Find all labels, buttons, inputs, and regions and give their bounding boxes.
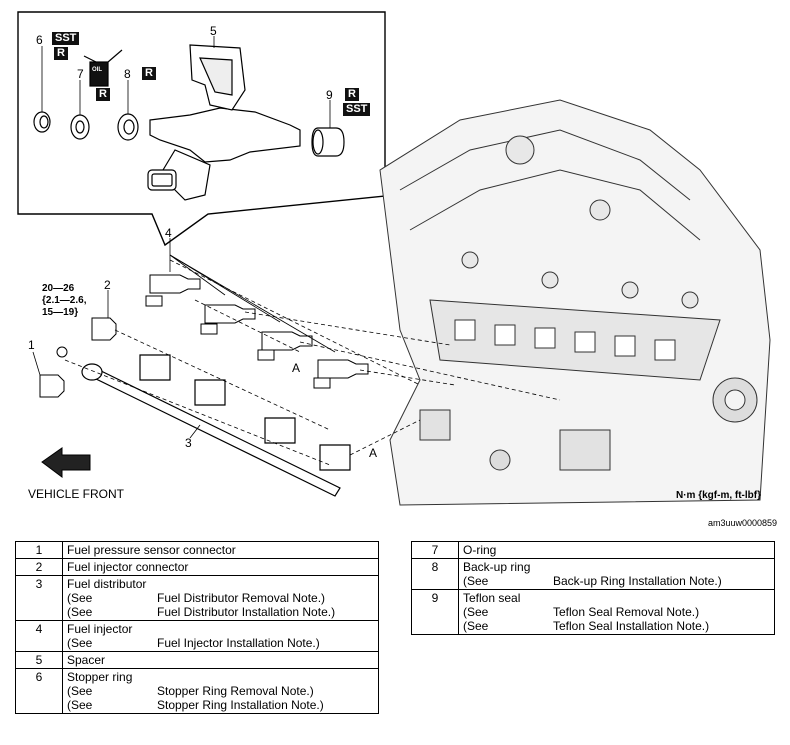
callout-7: 7	[77, 67, 84, 81]
see-label: (See	[463, 605, 489, 619]
see-label: (See	[463, 619, 489, 633]
torque-line: {2.1—2.6,	[42, 295, 87, 306]
callout-a-upper: A	[292, 361, 301, 375]
callout-6: 6	[36, 33, 43, 47]
callout-4: 4	[165, 226, 172, 240]
legend-number: 6	[15, 668, 63, 714]
vehicle-front-label: VEHICLE FRONT	[28, 487, 125, 501]
legend-row: 5 Spacer	[15, 651, 379, 669]
inset-leaders	[41, 36, 331, 128]
r-tag: R	[54, 47, 68, 60]
r-tag: R	[142, 67, 156, 80]
see-link[interactable]: Fuel Distributor Removal Note.)	[157, 591, 326, 605]
callout-2: 2	[104, 278, 111, 292]
torque-line: 20—26	[42, 283, 75, 294]
legend-description: Spacer	[62, 651, 379, 669]
legend-row: 7 O-ring	[411, 541, 775, 559]
see-link[interactable]: Back-up Ring Installation Note.)	[553, 574, 722, 588]
figure-code: am3uuw0000859	[708, 518, 778, 528]
see-label: (See	[67, 684, 93, 698]
r-tag: R	[345, 88, 359, 101]
legend-number: 3	[15, 575, 63, 621]
exploded-diagram: 6 7 8 5 9 4 2 1 3 A A SST R OIL R R R SS…	[17, 11, 771, 506]
see-link[interactable]: Fuel Injector Installation Note.)	[157, 636, 320, 650]
legend-description: Fuel injector connector	[62, 558, 379, 576]
engine-block	[379, 99, 771, 506]
callout-a-lower: A	[369, 446, 378, 460]
torque-line: 15—19}	[42, 307, 79, 318]
fuel-distributor	[81, 354, 351, 497]
part-name: Back-up ring	[463, 560, 531, 574]
see-note: (See Fuel Distributor Removal Note.)	[67, 591, 374, 605]
see-label: (See	[463, 574, 489, 588]
callout-5: 5	[210, 24, 217, 38]
see-note: (See Fuel Injector Installation Note.)	[67, 636, 374, 650]
callout-3: 3	[185, 436, 192, 450]
see-note: (See Fuel Distributor Installation Note.)	[67, 605, 374, 619]
see-note: (See Stopper Ring Installation Note.)	[67, 698, 374, 712]
see-label: (See	[67, 698, 93, 712]
see-link[interactable]: Stopper Ring Removal Note.)	[157, 684, 314, 698]
inset-parts	[33, 44, 345, 201]
legend-description: Fuel injector(See Fuel Injector Installat…	[62, 620, 379, 652]
vehicle-front-arrow	[41, 447, 91, 478]
legend-description: O-ring	[458, 541, 775, 559]
r-tag: R	[96, 88, 110, 101]
see-label: (See	[67, 636, 93, 650]
see-note: (See Stopper Ring Removal Note.)	[67, 684, 374, 698]
legend-number: 7	[411, 541, 459, 559]
connectors	[39, 317, 117, 398]
see-note: (See Teflon Seal Installation Note.)	[463, 619, 770, 633]
part-name: Fuel distributor	[67, 577, 147, 591]
torque-spec: 20—26 {2.1—2.6, 15—19}	[42, 283, 86, 319]
oil-tag: OIL	[92, 67, 102, 73]
callout-8: 8	[124, 67, 131, 81]
part-name: Spacer	[67, 653, 106, 667]
see-label: (See	[67, 605, 93, 619]
part-name: Fuel injector connector	[67, 560, 189, 574]
part-name: Fuel injector	[67, 622, 133, 636]
sst-tag: SST	[52, 32, 80, 45]
diagram-drawing	[17, 11, 771, 506]
see-link[interactable]: Fuel Distributor Installation Note.)	[157, 605, 336, 619]
dashed-leaders	[64, 259, 561, 466]
part-name: O-ring	[463, 543, 497, 557]
legend-number: 9	[411, 589, 459, 635]
solid-leaders	[32, 238, 336, 439]
legend-row: 4 Fuel injector(See Fuel Injector Installa…	[15, 620, 379, 652]
part-name: Fuel pressure sensor connector	[67, 543, 236, 557]
fuel-injectors	[145, 274, 369, 389]
legend-row: 1 Fuel pressure sensor connector	[15, 541, 379, 559]
legend-row: 2 Fuel injector connector	[15, 558, 379, 576]
legend-description: Back-up ring(See Back-up Ring Installatio…	[458, 558, 775, 590]
legend-row: 8 Back-up ring(See Back-up Ring Installati…	[411, 558, 775, 590]
legend-number: 4	[15, 620, 63, 652]
part-name: Teflon seal	[463, 591, 521, 605]
callout-1: 1	[28, 338, 35, 352]
see-note: (See Teflon Seal Removal Note.)	[463, 605, 770, 619]
see-label: (See	[67, 591, 93, 605]
legend-number: 8	[411, 558, 459, 590]
units-label: N·m {kgf-m, ft-lbf}	[676, 490, 761, 501]
legend-description: Fuel pressure sensor connector	[62, 541, 379, 559]
legend-number: 2	[15, 558, 63, 576]
part-name: Stopper ring	[67, 670, 133, 684]
legend-number: 5	[15, 651, 63, 669]
see-link[interactable]: Stopper Ring Installation Note.)	[157, 698, 324, 712]
sst-tag: SST	[343, 103, 371, 116]
callout-9: 9	[326, 88, 333, 102]
see-link[interactable]: Teflon Seal Installation Note.)	[553, 619, 710, 633]
see-note: (See Back-up Ring Installation Note.)	[463, 574, 770, 588]
see-link[interactable]: Teflon Seal Removal Note.)	[553, 605, 700, 619]
legend-number: 1	[15, 541, 63, 559]
